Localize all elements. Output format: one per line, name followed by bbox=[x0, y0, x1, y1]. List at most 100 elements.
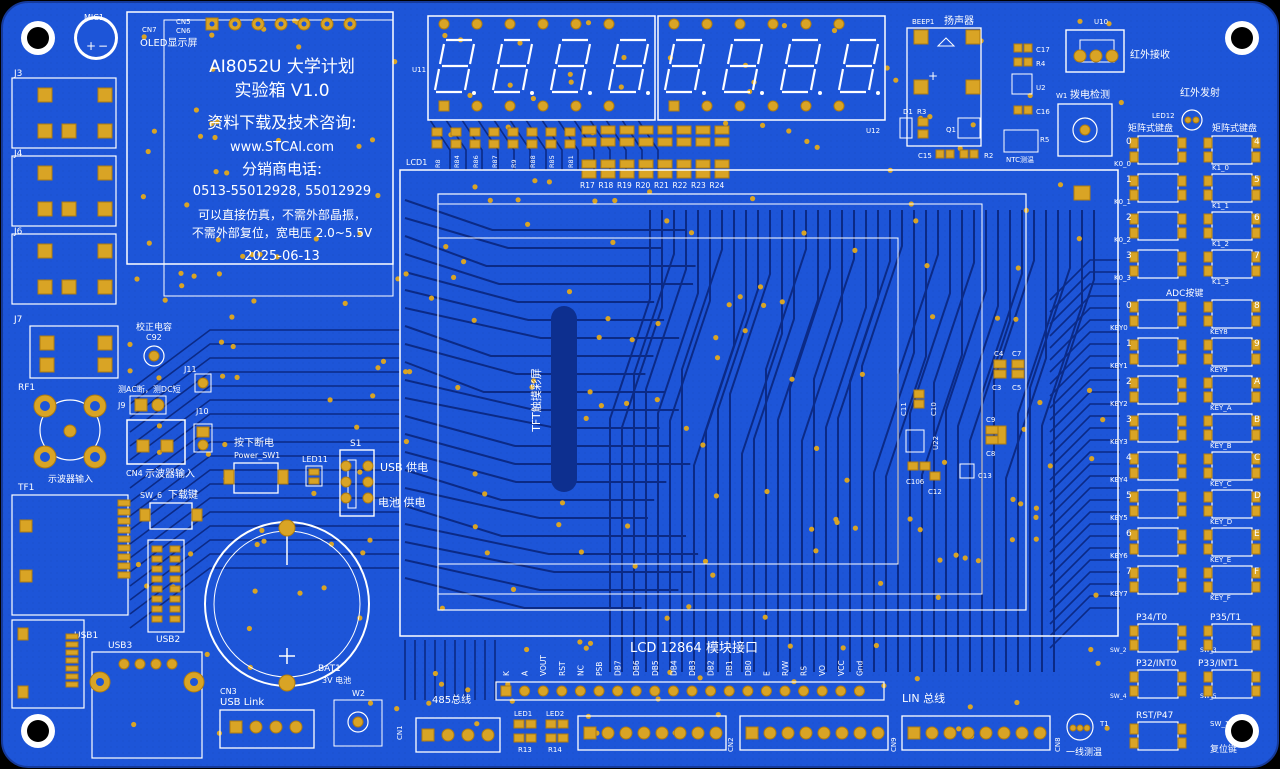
bottom-connectors[interactable]: 485总线 CN1 LED1 LED2 R13 R14 CN2 CN9 LIN … bbox=[396, 691, 1109, 758]
resistor-label: R81 bbox=[567, 155, 575, 168]
supply-switch-s1[interactable]: S1 USB 供电 电池 供电 bbox=[339, 439, 428, 517]
tf1-socket[interactable]: TF1 bbox=[11, 483, 131, 616]
c5-label: C5 bbox=[1012, 384, 1021, 392]
resistor-label: R17 bbox=[580, 181, 595, 190]
keypad-key[interactable]: 6K1_2 bbox=[1203, 211, 1261, 248]
j11-label: J11 bbox=[183, 365, 197, 374]
w2-label: W2 bbox=[352, 689, 365, 698]
keypad-key[interactable]: 7K1_3 bbox=[1203, 249, 1261, 286]
u2-label: U2 bbox=[1036, 84, 1046, 92]
key-number: 0 bbox=[1126, 301, 1132, 311]
keypad-key[interactable]: 4K1_0 bbox=[1203, 135, 1261, 172]
power-switch[interactable]: 按下断电 Power_SW1 LED11 bbox=[223, 436, 328, 494]
keypad-area[interactable]: ADC按键 0K0_01K0_12K0_23K0_34K1_05K1_16K1_… bbox=[1110, 135, 1261, 602]
p32-label: P32/INT0 bbox=[1136, 659, 1177, 669]
key-name: KEY1 bbox=[1110, 362, 1128, 370]
lcd-pin-label: RST bbox=[558, 661, 567, 676]
resistor-label: R88 bbox=[529, 155, 537, 168]
trace-layer bbox=[129, 119, 1120, 700]
keypad-key[interactable]: 0K0_0 bbox=[1114, 135, 1187, 168]
key-name: KEY_D bbox=[1210, 518, 1232, 526]
scope-input-label: 示波器输入 bbox=[48, 473, 93, 485]
c92-label: C92 bbox=[146, 333, 162, 342]
rf1-connector[interactable]: RF1 示波器输入 bbox=[18, 383, 107, 485]
key-number: E bbox=[1254, 529, 1260, 539]
j10-label: J10 bbox=[195, 407, 209, 416]
lcd-pin-label: DB3 bbox=[688, 660, 697, 676]
calibration-area[interactable]: 校正电容 C92 测AC断，测DC短 J9 J10 J11 CN4 示波器输入 bbox=[117, 321, 213, 480]
lcd-caps: C4 C7 C3 C5 C9 C8 C10 C11 U22 C106 C12 C… bbox=[900, 350, 1025, 496]
key-number: 1 bbox=[1126, 175, 1132, 185]
key-number: 3 bbox=[1126, 415, 1132, 425]
oled-area: CN7 CN5 CN6 OLED显示屏 bbox=[126, 11, 394, 297]
resistor-label: R24 bbox=[710, 181, 725, 190]
j9-label: J9 bbox=[117, 401, 125, 410]
keypad-key[interactable]: 2K0_2 bbox=[1114, 211, 1187, 244]
key-name: KEY_A bbox=[1210, 404, 1232, 412]
svg-text:+: + bbox=[86, 39, 96, 53]
key-number: 6 bbox=[1254, 213, 1260, 223]
ac-dc-label: 测AC断，测DC短 bbox=[118, 384, 181, 394]
key-name: KEY7 bbox=[1110, 590, 1128, 598]
lcd-pin-label: VOUT bbox=[539, 655, 548, 676]
resistor-label: R20 bbox=[636, 181, 651, 190]
tf1-label: TF1 bbox=[17, 483, 34, 493]
keypad-key[interactable]: 3K0_3 bbox=[1114, 249, 1187, 282]
p34-label: P34/T0 bbox=[1136, 613, 1167, 623]
lcd-pin-label: DB6 bbox=[632, 660, 641, 676]
key-name: K0_0 bbox=[1114, 160, 1131, 168]
usb-link-connector[interactable]: CN3 USB Link W2 bbox=[219, 687, 383, 749]
cn1-label: CN1 bbox=[396, 725, 404, 740]
seven-seg-digit bbox=[779, 38, 822, 95]
j4-label: J4 bbox=[13, 149, 23, 159]
resistor-label: R18 bbox=[599, 181, 614, 190]
c11-label: C11 bbox=[900, 402, 908, 416]
special-keys[interactable]: P34/T0 P35/T1 P32/INT0 P33/INT1 SW_2 SW_… bbox=[1110, 613, 1261, 755]
keypad-key[interactable]: 1K0_1 bbox=[1114, 173, 1187, 206]
one-wire-label: 一线测温 bbox=[1066, 746, 1102, 758]
seven-segment-displays: U11 U12 bbox=[412, 15, 886, 135]
usb-power-label: USB 供电 bbox=[380, 460, 428, 474]
key-number: 0 bbox=[1126, 137, 1132, 147]
t1-label: T1 bbox=[1099, 720, 1109, 728]
u22-label: U22 bbox=[932, 436, 940, 450]
matrix-kb-left-label: 矩阵式键盘 bbox=[1128, 122, 1173, 134]
keypad-key[interactable]: 5K1_1 bbox=[1203, 173, 1261, 210]
download-key[interactable]: SW_6 下载键 bbox=[139, 488, 203, 530]
rst-key-label: RST/P47 bbox=[1136, 711, 1173, 721]
c13-label: C13 bbox=[978, 472, 992, 480]
s1-label: S1 bbox=[350, 439, 361, 449]
oled-header-pins[interactable] bbox=[205, 17, 357, 31]
reset-key-label: 复位键 bbox=[1210, 743, 1237, 755]
usb-connectors[interactable]: USB1 USB3 USB2 bbox=[11, 539, 205, 759]
led12-label: LED12 bbox=[1152, 112, 1175, 120]
mic1-component[interactable]: + − MIC1 bbox=[74, 13, 118, 60]
title-line8: 不需外部复位，宽电压 2.0~5.5V bbox=[192, 225, 373, 240]
audio-jacks[interactable]: J3 J4 J6 J7 bbox=[11, 69, 119, 379]
lcd-pin-label: PSB bbox=[595, 662, 604, 676]
bat1-label: BAT1 bbox=[318, 664, 341, 674]
lcd-pin-label: DB0 bbox=[744, 660, 753, 676]
sw4-label: SW_4 bbox=[1110, 693, 1127, 700]
c12-label: C12 bbox=[928, 488, 942, 496]
right-top-components[interactable]: BEEP1 扬声器 + D1 R3 Q1 C15 R2 C17 R4 U2 C1… bbox=[899, 14, 1257, 164]
p35-label: P35/T1 bbox=[1210, 613, 1241, 623]
battery-holder[interactable]: BAT1 3V 电池 bbox=[204, 519, 370, 692]
